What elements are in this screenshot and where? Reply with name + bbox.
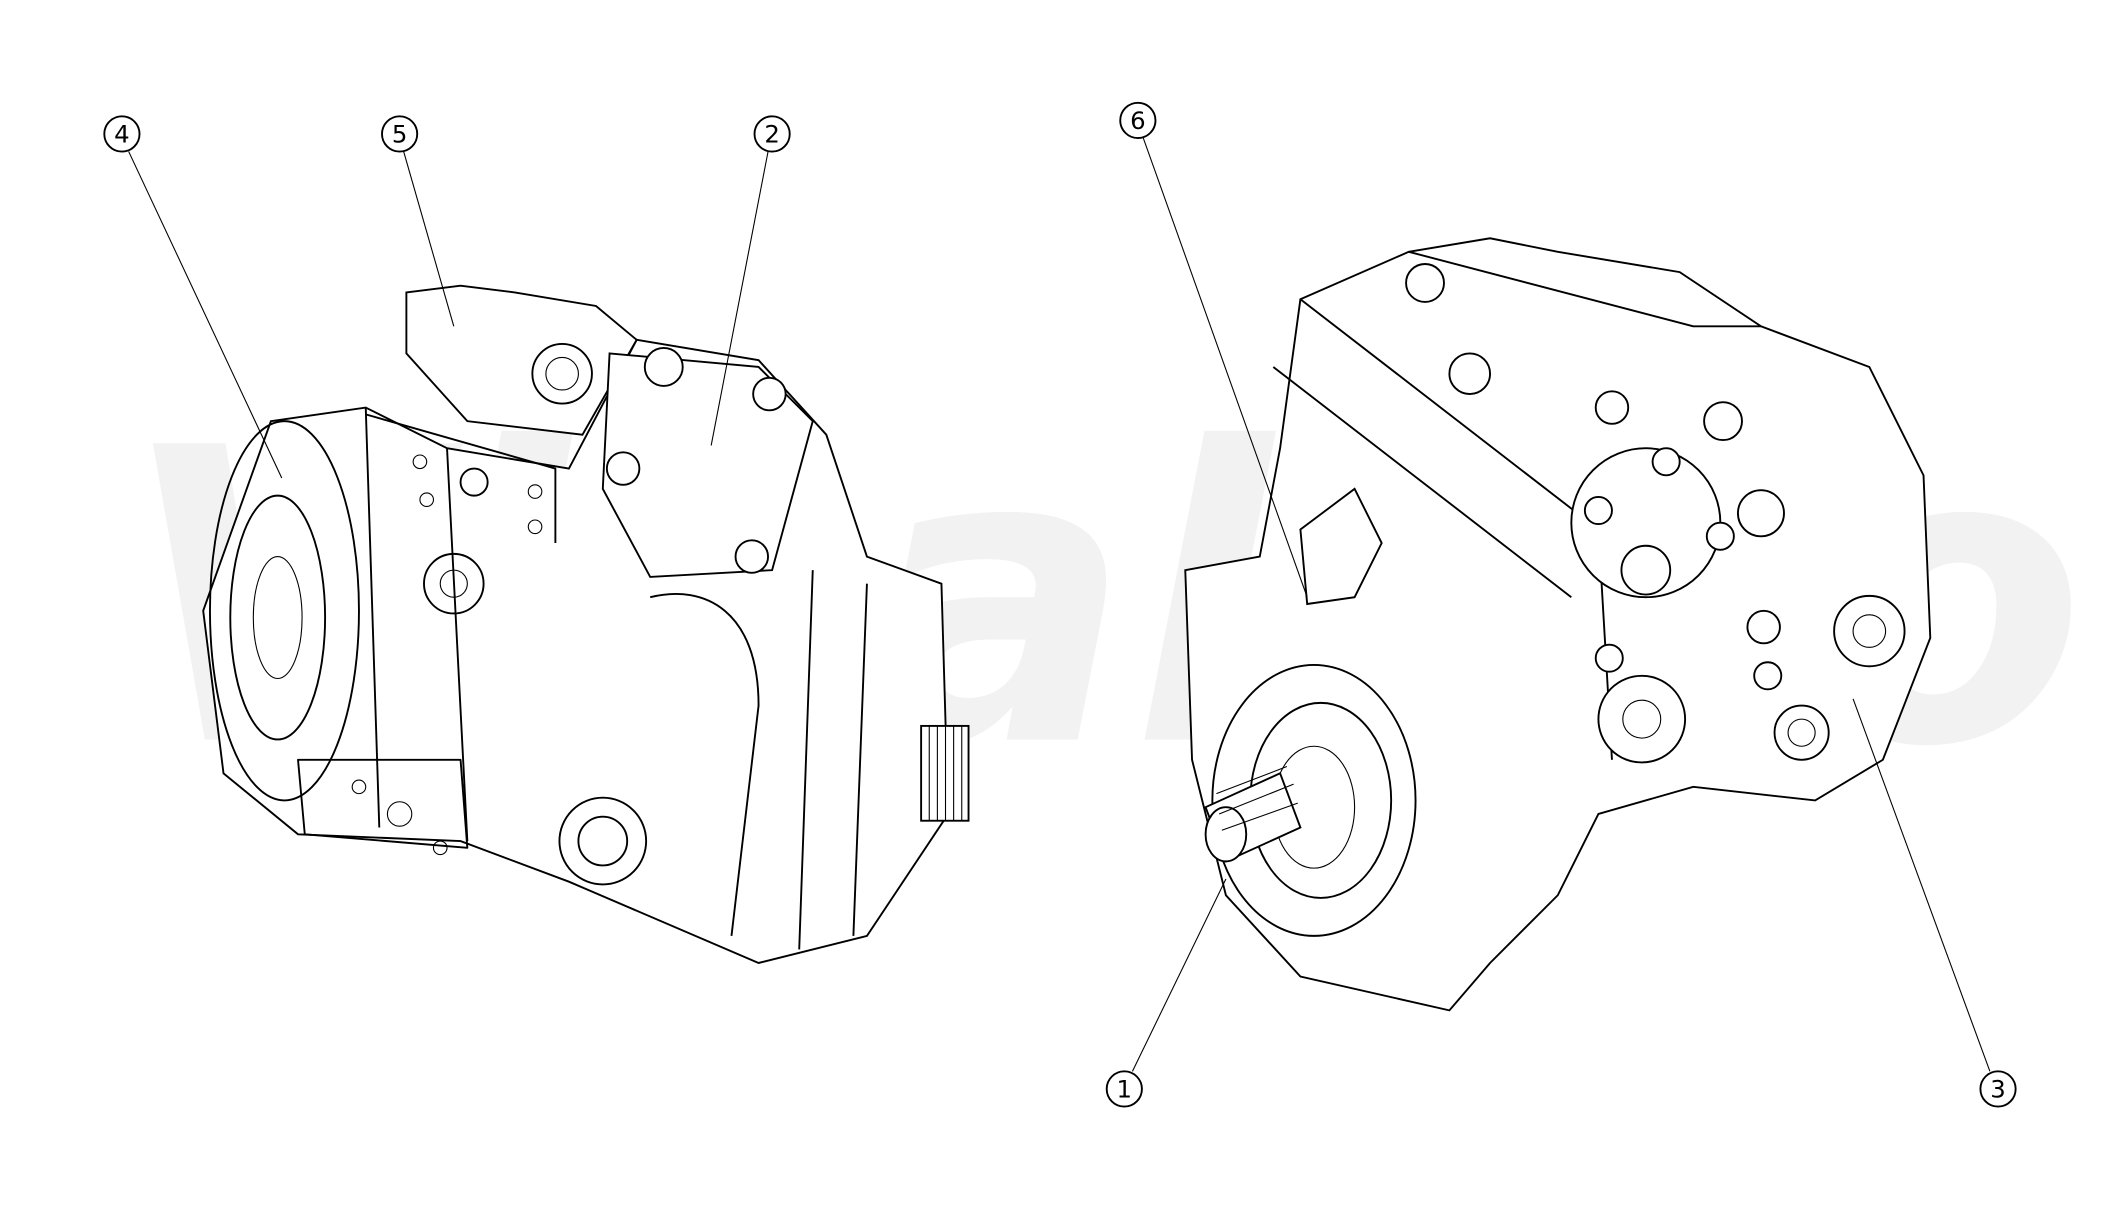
callout-number: 3	[1990, 1074, 2006, 1103]
callout-number: 1	[1117, 1074, 1133, 1103]
callout-number: 6	[1130, 106, 1146, 135]
callout-number: 4	[114, 119, 130, 148]
callout-2[interactable]: 2	[753, 115, 791, 153]
callout-number: 2	[764, 119, 780, 148]
callout-number: 5	[392, 119, 408, 148]
callout-3[interactable]: 3	[1979, 1070, 2017, 1108]
pump-left	[202, 284, 970, 964]
callout-6[interactable]: 6	[1119, 101, 1157, 139]
callout-1[interactable]: 1	[1105, 1070, 1143, 1108]
callout-5[interactable]: 5	[381, 115, 419, 153]
callout-4[interactable]: 4	[103, 115, 141, 153]
leader-lines	[128, 137, 1991, 1072]
pump-right	[1184, 237, 1932, 1012]
